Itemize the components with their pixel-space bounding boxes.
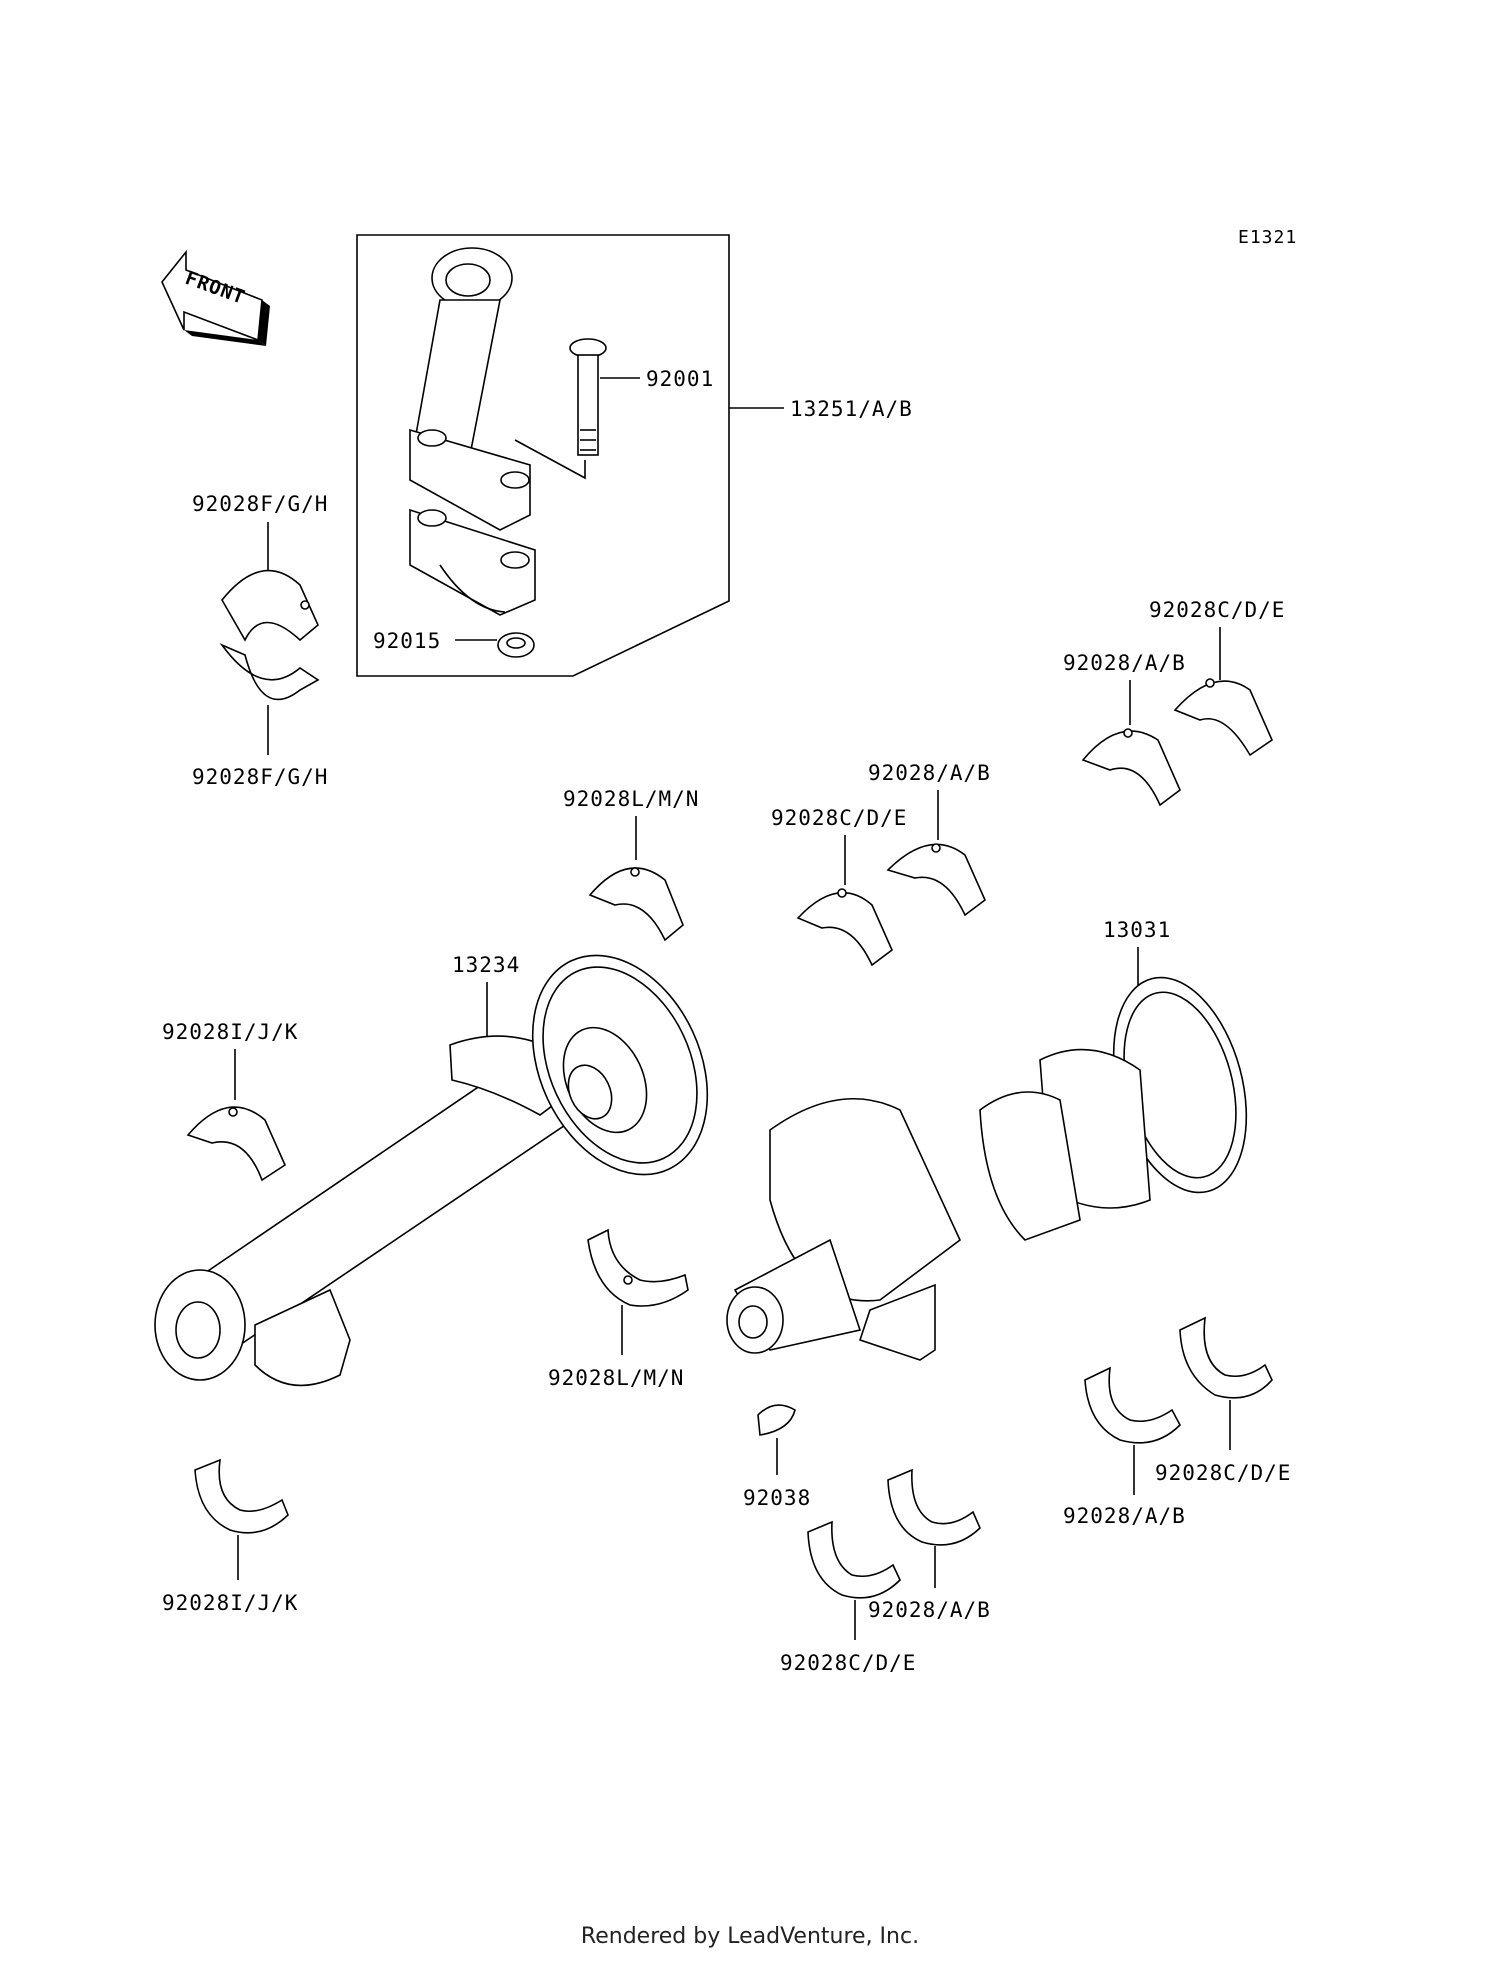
- label-92028lmn-upper: 92028L/M/N: [563, 787, 699, 811]
- label-92028cde-mid: 92028C/D/E: [771, 806, 907, 830]
- label-92028fgh-top: 92028F/G/H: [192, 492, 328, 516]
- front-arrow-icon: FRONT: [161, 249, 270, 346]
- label-92001: 92001: [646, 367, 714, 391]
- nut-92015: [497, 632, 535, 658]
- bearing-shell-92028ab-upper-right: [1081, 728, 1181, 807]
- connecting-rod-assembly-box: [356, 234, 730, 677]
- label-92028ab-bottom: 92028/A/B: [868, 1598, 991, 1622]
- bearing-shell-92028fgh-upper: [221, 569, 319, 642]
- label-92028ijk-upper: 92028I/J/K: [162, 1020, 298, 1044]
- balancer-shaft-13234: [154, 954, 709, 1387]
- label-92028cde-lower-right: 92028C/D/E: [1155, 1461, 1291, 1485]
- label-92028ab-mid: 92028/A/B: [868, 761, 991, 785]
- bolt-92001: [569, 338, 607, 456]
- crankshaft-13031: [726, 976, 1248, 1361]
- label-92028ijk-lower: 92028I/J/K: [162, 1591, 298, 1615]
- bearing-shell-92028ijk-upper: [186, 1106, 287, 1182]
- label-92028fgh-bottom: 92028F/G/H: [192, 765, 328, 789]
- bearing-shell-92028ab-mid: [886, 843, 986, 917]
- label-92028ab-upper-right: 92028/A/B: [1063, 651, 1186, 675]
- bearing-shell-92028cde-lower-right: [1179, 1316, 1273, 1399]
- bearing-shell-92028cde-bottom: [807, 1520, 901, 1599]
- bearing-shell-92028ab-bottom: [887, 1468, 981, 1546]
- connecting-rod: [409, 247, 536, 616]
- bearing-shell-92028ab-lower-right: [1084, 1366, 1181, 1444]
- label-92038: 92038: [743, 1486, 811, 1510]
- diagram-code: E1321: [1238, 227, 1297, 248]
- label-92028ab-lower-right: 92028/A/B: [1063, 1504, 1186, 1528]
- label-92028cde-bottom: 92028C/D/E: [780, 1651, 916, 1675]
- bearing-shell-92028lmn-upper: [588, 867, 684, 942]
- woodruff-key-92038: [757, 1404, 796, 1436]
- label-13031: 13031: [1103, 918, 1171, 942]
- bearing-shell-92028ijk-lower: [194, 1458, 289, 1534]
- label-92028lmn-lower: 92028L/M/N: [548, 1366, 684, 1390]
- bearing-shell-92028cde-upper-right: [1173, 678, 1274, 757]
- bearing-shell-92028fgh-lower: [219, 643, 320, 701]
- label-13251: 13251/A/B: [790, 397, 913, 421]
- bearing-shell-92028lmn-lower: [587, 1228, 689, 1307]
- bearing-shell-92028cde-mid: [796, 888, 893, 967]
- footer-credit: Rendered by LeadVenture, Inc.: [580, 1924, 920, 1949]
- label-13234: 13234: [452, 953, 520, 977]
- label-92015: 92015: [373, 629, 441, 653]
- label-92028cde-upper-right: 92028C/D/E: [1149, 598, 1285, 622]
